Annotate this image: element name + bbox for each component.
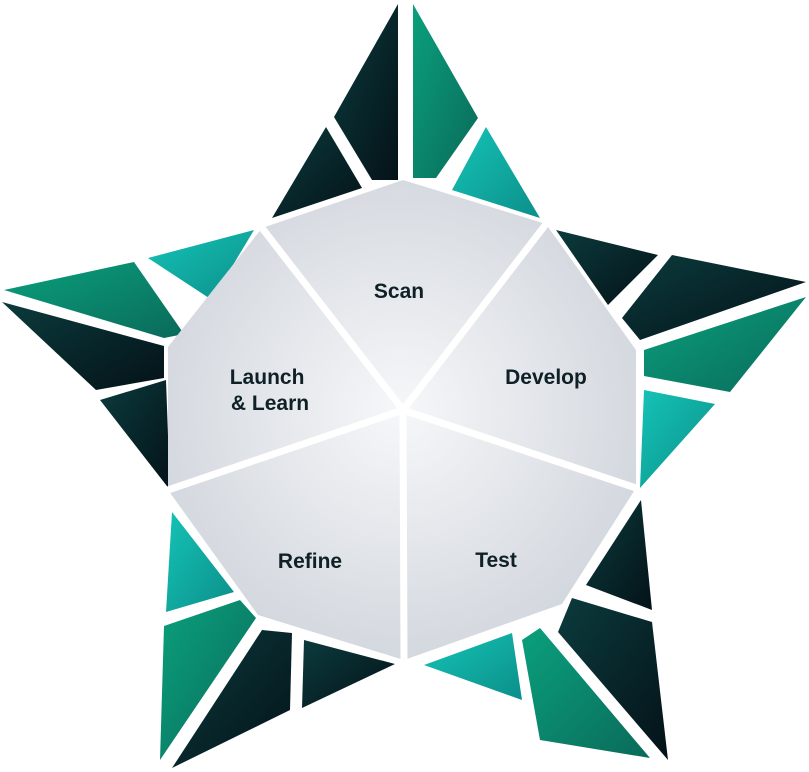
facet-right-upper-outer bbox=[622, 255, 806, 340]
segment-label-refine: Refine bbox=[278, 550, 342, 573]
segment-label-scan: Scan bbox=[374, 280, 424, 303]
segment-separators bbox=[164, 220, 640, 664]
facet-top-right-inner bbox=[452, 127, 540, 218]
segment-label-launch-line-2: & Learn bbox=[231, 392, 309, 415]
star-facets bbox=[2, 4, 806, 768]
facet-bottom-right-lower-inner bbox=[424, 633, 522, 700]
facet-top-left-outer bbox=[334, 4, 398, 180]
segment-label-launch-line-1: Launch bbox=[230, 366, 305, 389]
facet-top-left-inner bbox=[272, 127, 362, 218]
facet-left-upper-outer bbox=[4, 262, 184, 338]
segment-label-launch: Launch & Learn bbox=[230, 366, 311, 415]
facet-right-upper-inner bbox=[556, 230, 658, 305]
facet-bottom-right-upper-inner bbox=[586, 500, 652, 610]
facet-right-lower-inner bbox=[640, 390, 715, 488]
segment-label-develop: Develop bbox=[505, 366, 587, 389]
facet-bottom-left-upper-outer bbox=[160, 600, 256, 760]
facet-bottom-left-upper-inner bbox=[166, 512, 234, 612]
facet-left-lower-outer bbox=[2, 302, 164, 390]
facet-bottom-right-upper-outer bbox=[558, 598, 668, 760]
facet-bottom-left-lower-outer bbox=[172, 630, 292, 768]
facet-right-lower-outer bbox=[644, 297, 806, 392]
facet-left-lower-inner bbox=[100, 380, 170, 490]
facet-top-right-outer bbox=[413, 4, 478, 178]
facet-left-upper-inner bbox=[148, 230, 254, 300]
facet-bottom-left-lower-inner bbox=[302, 640, 395, 708]
segment-label-test: Test bbox=[475, 549, 517, 572]
facet-bottom-right-lower-outer bbox=[522, 628, 650, 758]
